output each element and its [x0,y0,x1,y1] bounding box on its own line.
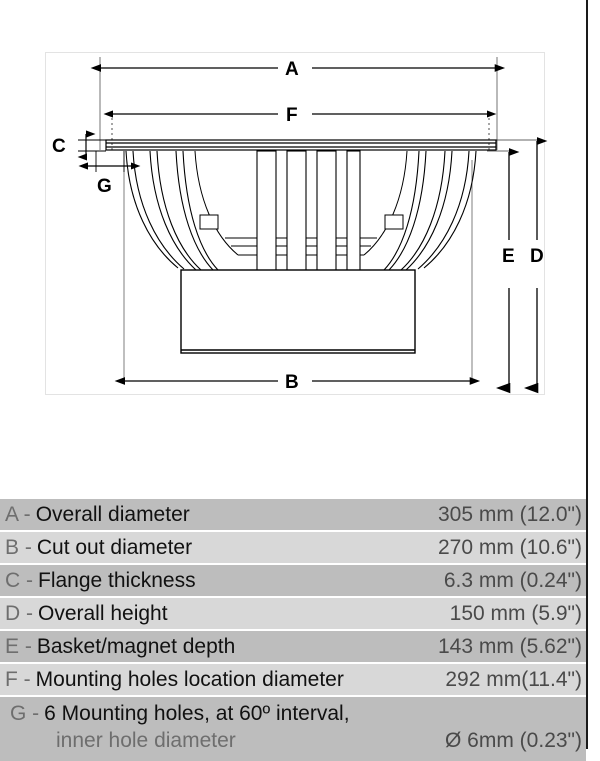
dimension-b [114,160,481,385]
table-row: C - Flange thickness 6.3 mm (0.24") [0,565,586,596]
spec-label: Overall height [38,601,168,625]
basket-right-profile [383,150,477,271]
table-row: E - Basket/magnet depth 143 mm (5.62") [0,631,586,662]
spec-label: Mounting holes location diameter [35,667,344,691]
spec-row-primary-line: G - 6 Mounting holes, at 60º interval, [5,699,350,729]
table-row: D - Overall height 150 mm (5.9") [0,598,586,629]
table-row: B - Cut out diameter 270 mm (10.6") [0,532,586,563]
dimension-d [487,137,548,394]
spec-label: Basket/magnet depth [36,634,236,658]
dimension-label-d: D [530,246,544,267]
page-edge-rule [586,0,588,749]
spec-value: 292 mm(11.4") [445,667,582,691]
terminal-blocks [199,214,404,230]
dimension-label-f: F [286,105,298,126]
spec-key: B - [5,535,32,559]
mounting-flange [105,139,497,151]
dimension-label-g: G [97,176,112,197]
spec-sub-value: Ø 6mm (0.23") [445,729,582,752]
spec-key: D - [5,601,33,625]
dimension-label-e: E [502,246,515,267]
dimension-c [77,130,106,161]
spec-row-secondary-line: inner hole diameter Ø 6mm (0.23") [0,729,586,759]
table-row: G - 6 Mounting holes, at 60º interval, i… [0,697,586,761]
spec-label: Flange thickness [38,568,196,592]
dimension-a [90,57,506,150]
dimension-label-c: C [52,136,66,157]
speaker-dimension-drawing: A F C G E D B [52,57,548,394]
spec-value: 150 mm (5.9") [449,601,582,625]
speaker-body-lineart [105,139,497,354]
spec-key: G - [10,702,40,725]
spec-label: Cut out diameter [36,535,193,559]
spec-key: C - [5,568,33,592]
dimension-f [103,110,497,150]
spec-value: 6.3 mm (0.24") [443,568,582,592]
spec-key: E - [5,634,32,658]
spec-value: 305 mm (12.0") [437,502,582,526]
spec-key: A - [5,502,31,526]
dimension-label-a: A [285,59,299,80]
spec-key: F - [5,667,31,691]
pole-piece-ribs [256,150,361,272]
spec-value: 270 mm (10.6") [437,535,582,559]
specification-table: A - Overall diameter 305 mm (12.0") B - … [0,499,586,761]
magnet-assembly [180,269,416,354]
table-row: A - Overall diameter 305 mm (12.0") [0,499,586,530]
spec-label: Overall diameter [35,502,190,526]
spec-value: 143 mm (5.62") [437,634,582,658]
basket-left-profile [125,150,219,271]
dimension-e [487,148,520,394]
dimension-g [78,151,141,172]
table-row: F - Mounting holes location diameter 292… [0,664,586,695]
spec-sub-label: inner hole diameter [56,729,236,752]
dimension-label-b: B [285,372,299,393]
spec-label: 6 Mounting holes, at 60º interval, [44,702,350,725]
